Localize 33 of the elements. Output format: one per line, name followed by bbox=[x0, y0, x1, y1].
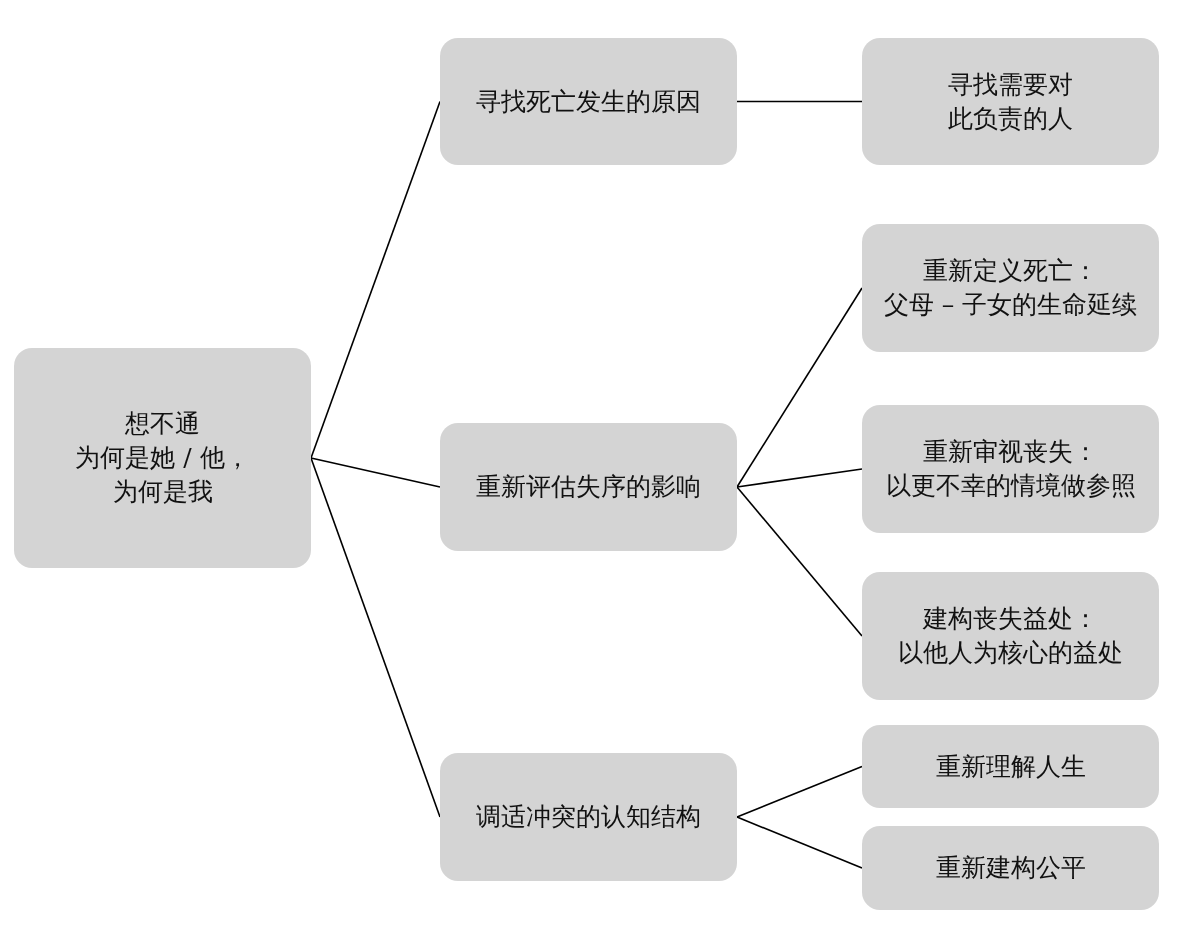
node-label: 重新理解人生 bbox=[935, 750, 1086, 783]
connector-line bbox=[736, 468, 863, 488]
node-label: 寻找需要对此负责的人 bbox=[947, 68, 1074, 135]
rounded-box bbox=[440, 38, 737, 165]
rounded-box bbox=[862, 38, 1159, 165]
node-label: 重新审视丧失： bbox=[923, 436, 1098, 469]
rounded-box bbox=[862, 405, 1159, 533]
connector-line bbox=[736, 765, 863, 818]
connector-line bbox=[736, 287, 863, 488]
node-label: 想不通 bbox=[124, 408, 201, 441]
connector-line bbox=[736, 100, 863, 103]
rounded-box bbox=[440, 423, 737, 551]
node-label: 为何是她 / 他，为何是我 bbox=[74, 442, 251, 508]
node-label: 寻找死亡发生的原因 bbox=[476, 85, 701, 118]
node-label: 以他人为核心的益处 bbox=[898, 637, 1123, 669]
node-label: 调适冲突的认知结构 bbox=[476, 801, 701, 834]
node-label: 以更不幸的情境做参照 bbox=[885, 470, 1136, 502]
connector-line bbox=[736, 486, 863, 637]
rounded-box bbox=[862, 826, 1159, 910]
rounded-box bbox=[14, 348, 311, 568]
rounded-box bbox=[440, 753, 737, 881]
connector-line bbox=[310, 457, 441, 488]
connector-line bbox=[310, 457, 441, 818]
connector-line bbox=[736, 816, 863, 869]
rounded-box bbox=[862, 725, 1159, 808]
node-label: 重新建构公平 bbox=[935, 852, 1086, 885]
node-label: 父母 – 子女的生命延续 bbox=[883, 289, 1138, 321]
node-label: 重新定义死亡： bbox=[923, 255, 1098, 288]
node-label: 建构丧失益处： bbox=[923, 603, 1098, 636]
rounded-box bbox=[862, 572, 1159, 700]
node-label: 重新评估失序的影响 bbox=[476, 471, 701, 504]
rounded-box bbox=[862, 224, 1159, 352]
connector-line bbox=[310, 100, 441, 459]
